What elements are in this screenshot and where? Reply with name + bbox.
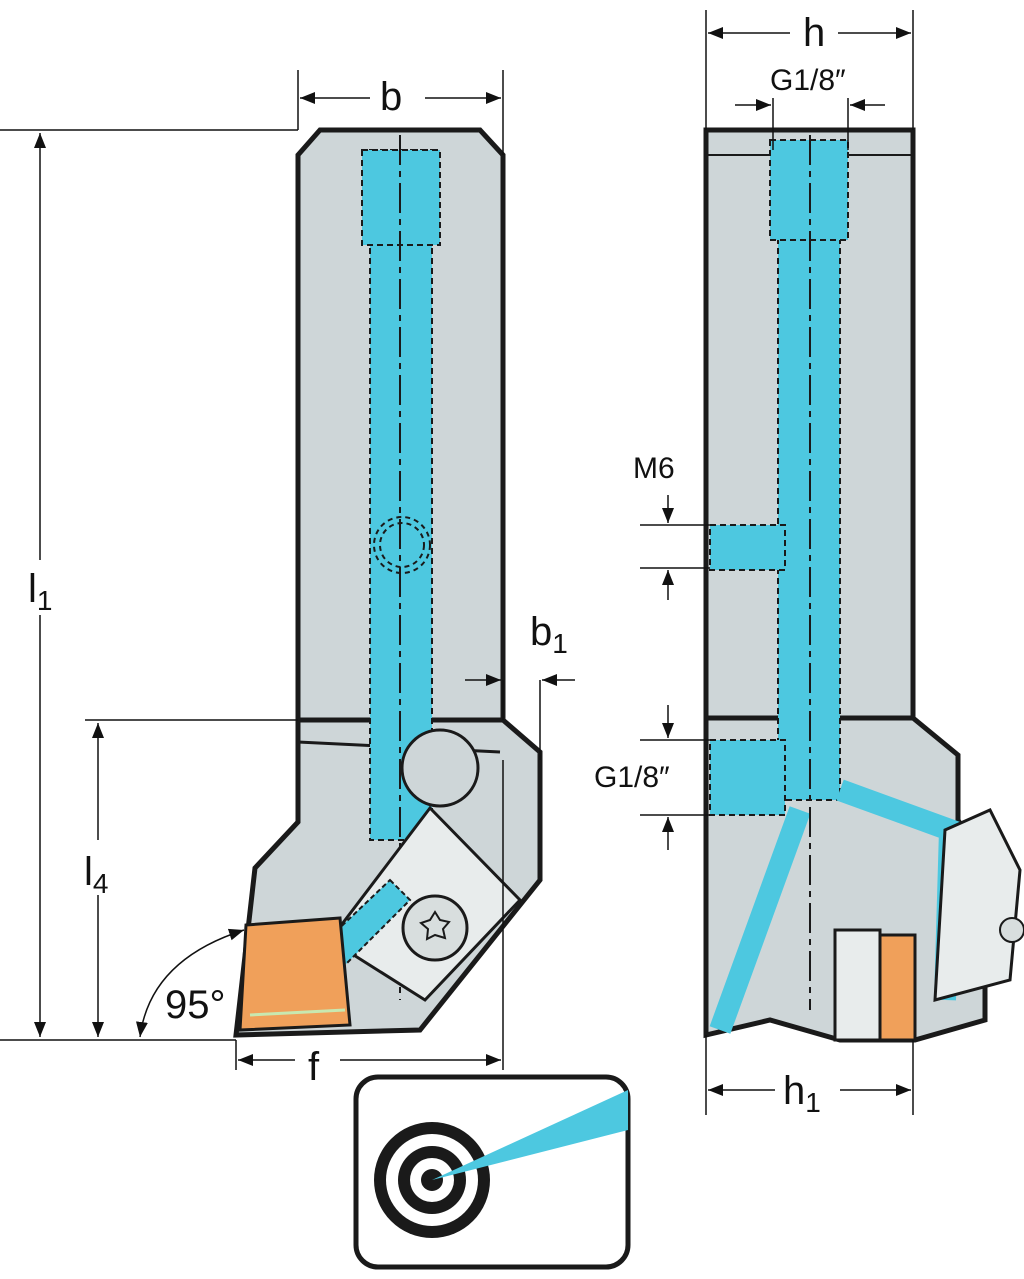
dim-h1-label: h1 xyxy=(783,1069,821,1118)
dim-l1-label: l1 xyxy=(28,567,52,616)
clamp-plug xyxy=(400,728,480,808)
g18-side-port xyxy=(709,739,786,816)
side-insert-seat xyxy=(833,928,882,1042)
m6-label: M6 xyxy=(633,452,675,485)
dim-b-label: b xyxy=(380,75,402,119)
side-view: h G1/8″ M6 G1/8″ h1 xyxy=(594,10,1024,1118)
g18-top-label: G1/8″ xyxy=(770,64,846,97)
dim-b1-label: b1 xyxy=(530,610,568,659)
g18-side-label: G1/8″ xyxy=(594,761,670,794)
torx-screw xyxy=(401,894,469,962)
dim-l4-label: l4 xyxy=(84,850,108,899)
dim-h-label: h xyxy=(803,11,825,55)
side-clamp xyxy=(933,808,1022,1002)
dim-f-label: f xyxy=(308,1045,320,1089)
coolant-jet-target-icon xyxy=(353,1074,631,1270)
front-view: b l1 l4 b1 95° f xyxy=(0,70,575,1089)
m6-port xyxy=(709,524,786,571)
plug-hole xyxy=(373,516,431,574)
angle-label: 95° xyxy=(165,983,226,1027)
side-insert xyxy=(878,933,917,1042)
